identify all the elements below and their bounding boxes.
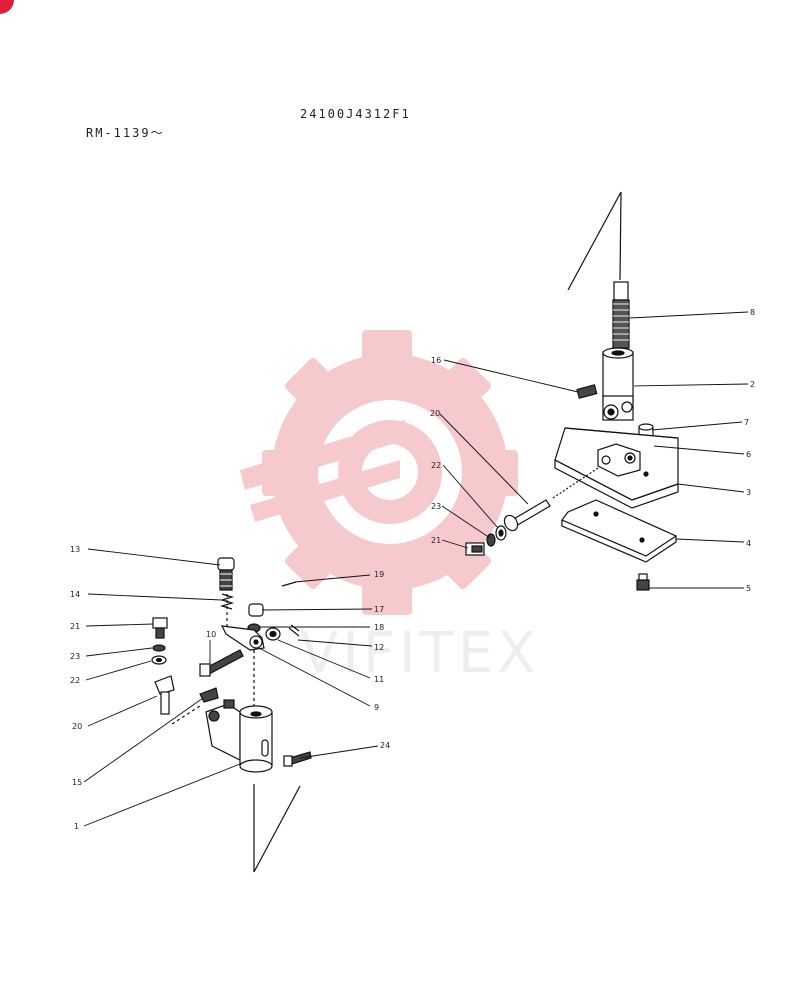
part-11-bushing <box>265 627 281 641</box>
callout-12: 12 <box>374 643 384 652</box>
callout-8: 8 <box>750 308 755 317</box>
callout-2: 2 <box>750 380 755 389</box>
callout-20-right: 20 <box>430 409 440 418</box>
right-assembly <box>465 191 679 591</box>
callout-1: 1 <box>74 822 79 831</box>
callout-24: 24 <box>380 741 390 750</box>
callout-labels: 8 16 2 20 7 6 22 3 23 4 21 5 13 19 14 17… <box>70 308 755 831</box>
callout-21-left: 21 <box>70 622 80 631</box>
part-4-plate <box>561 499 678 563</box>
part-1-housing <box>205 699 273 773</box>
part-9-lever <box>220 625 265 651</box>
part-code: 24100J4312F1 <box>300 107 411 121</box>
watermark-logo: VIFITEX <box>240 330 540 686</box>
part-15-screw <box>199 687 219 703</box>
part-22-washer <box>495 525 507 541</box>
callout-10: 10 <box>206 630 216 639</box>
part-20b-pin <box>154 675 175 715</box>
part-12-pin <box>288 624 300 637</box>
part-24-screw <box>283 751 312 767</box>
callout-23-right: 23 <box>431 502 441 511</box>
part-21b-bolt <box>152 617 168 639</box>
callout-22-right: 22 <box>431 461 441 470</box>
callout-20-left: 20 <box>72 722 82 731</box>
part-23-washer <box>486 533 496 547</box>
callout-23-left: 23 <box>70 652 80 661</box>
callout-5: 5 <box>746 584 751 593</box>
callout-3: 3 <box>746 488 751 497</box>
callout-6: 6 <box>746 450 751 459</box>
callout-19: 19 <box>374 570 384 579</box>
part-16-screw <box>576 384 598 399</box>
part-17-nut <box>248 603 264 617</box>
part-2-column <box>602 347 634 421</box>
callout-7: 7 <box>744 418 749 427</box>
left-assembly <box>151 557 312 873</box>
callout-17: 17 <box>374 605 384 614</box>
part-22b-washer <box>151 655 167 665</box>
callout-4: 4 <box>746 539 751 548</box>
part-19-pin <box>281 581 297 587</box>
callout-13: 13 <box>70 545 80 554</box>
watermark-text: VIFITEX <box>300 621 540 686</box>
part-20-pin <box>503 467 599 532</box>
part-21-bolt <box>465 542 485 556</box>
callout-21-right: 21 <box>431 536 441 545</box>
part-8-threaded-rod <box>612 281 630 349</box>
callout-14: 14 <box>70 590 80 599</box>
part-13-knob <box>217 557 235 591</box>
callout-11: 11 <box>374 675 384 684</box>
callout-22-left: 22 <box>70 676 80 685</box>
callout-18: 18 <box>374 623 384 632</box>
part-5-screw <box>636 573 650 591</box>
part-23b-washer <box>152 644 166 652</box>
serial-range: RM-1139～ <box>86 126 165 140</box>
leader-lines <box>83 311 749 827</box>
callout-9: 9 <box>374 703 379 712</box>
part-3-plate <box>554 427 679 509</box>
callout-16: 16 <box>431 356 441 365</box>
callout-15: 15 <box>72 778 82 787</box>
part-10-bolt <box>199 649 244 677</box>
